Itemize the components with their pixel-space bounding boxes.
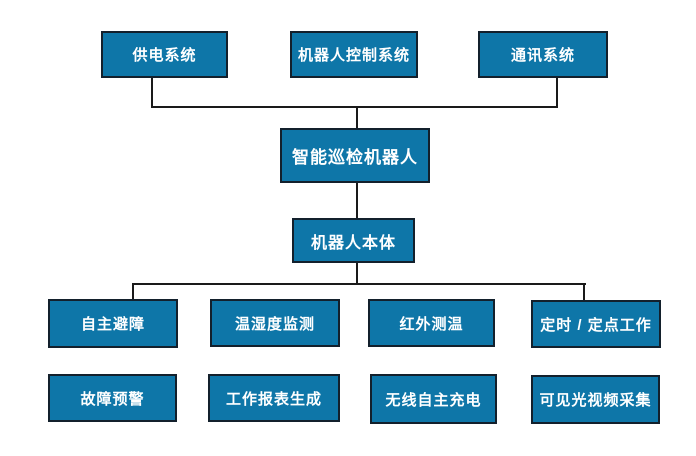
connector-robot-to-body	[356, 182, 358, 220]
node-control-system: 机器人控制系统	[290, 31, 418, 78]
connector-power-to-bus	[151, 78, 153, 107]
node-scheduled-work: 定时 / 定点工作	[531, 300, 661, 348]
node-wireless-charging: 无线自主充电	[370, 374, 497, 424]
node-intelligent-inspection-robot: 智能巡检机器人	[280, 128, 430, 183]
node-communication-system: 通讯系统	[478, 31, 608, 78]
node-robot-body: 机器人本体	[292, 218, 415, 263]
node-fault-warning: 故障预警	[48, 374, 177, 422]
node-temp-humidity-monitor: 温湿度监测	[210, 299, 340, 347]
connector-bus-to-robot	[356, 106, 358, 129]
node-video-capture: 可见光视频采集	[531, 375, 660, 424]
node-infrared-thermometry: 红外测温	[368, 299, 495, 347]
connector-body-to-bus	[356, 262, 358, 285]
node-power-system: 供电系统	[101, 31, 228, 78]
connector-bus-to-schedule	[583, 284, 585, 302]
connector-comms-to-bus	[556, 78, 558, 107]
connector-top-bus	[151, 106, 558, 108]
connector-bottom-bus	[132, 283, 586, 285]
node-report-generation: 工作报表生成	[208, 374, 340, 422]
node-obstacle-avoidance: 自主避障	[48, 299, 178, 348]
connector-bus-to-obstacle	[132, 284, 134, 300]
